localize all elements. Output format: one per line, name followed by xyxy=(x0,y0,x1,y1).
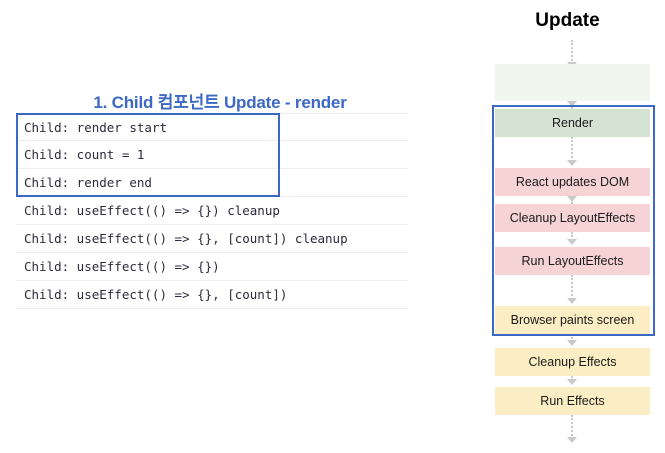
log-row: Child: useEffect(() => {}, [count]) xyxy=(16,281,408,309)
connector-arrow xyxy=(571,232,575,241)
connector-arrow xyxy=(571,137,575,162)
update-lifecycle-flowchart: Update Render React updates DOM Cleanup … xyxy=(470,0,665,453)
log-row: Child: render end xyxy=(16,169,408,197)
flow-box-run-effects: Run Effects xyxy=(495,387,650,415)
arrowhead-icon xyxy=(567,160,577,166)
connector-arrow xyxy=(571,415,575,439)
arrowhead-icon xyxy=(567,239,577,245)
arrowhead-icon xyxy=(567,379,577,385)
connector-arrow xyxy=(571,275,575,300)
log-row: Child: count = 1 xyxy=(16,141,408,169)
arrowhead-icon xyxy=(567,298,577,304)
flow-box-run-layouteffects: Run LayoutEffects xyxy=(495,247,650,275)
flow-box-cleanup-effects: Cleanup Effects xyxy=(495,348,650,376)
flow-box-react-updates-dom: React updates DOM xyxy=(495,168,650,196)
connector-arrow xyxy=(571,334,575,342)
flowchart-title: Update xyxy=(535,10,600,31)
log-row: Child: useEffect(() => {}) cleanup xyxy=(16,197,408,225)
log-row: Child: render start xyxy=(16,113,408,141)
flow-box-faded-top xyxy=(495,64,650,101)
arrowhead-icon xyxy=(567,340,577,346)
flow-box-browser-paints-screen: Browser paints screen xyxy=(495,306,650,334)
flow-box-cleanup-layouteffects: Cleanup LayoutEffects xyxy=(495,204,650,232)
log-row: Child: useEffect(() => {}) xyxy=(16,253,408,281)
page-title: 1. Child 컴포넌트 Update - render xyxy=(93,93,347,112)
arrowhead-icon xyxy=(567,101,577,107)
console-panel: 1. Child 컴포넌트 Update - render Child: ren… xyxy=(16,93,408,309)
log-row: Child: useEffect(() => {}, [count]) clea… xyxy=(16,225,408,253)
connector-arrow xyxy=(571,40,575,64)
arrowhead-icon xyxy=(567,437,577,443)
arrowhead-icon xyxy=(567,196,577,202)
flow-box-render: Render xyxy=(495,109,650,137)
console-log-list: Child: render start Child: count = 1 Chi… xyxy=(16,113,408,309)
